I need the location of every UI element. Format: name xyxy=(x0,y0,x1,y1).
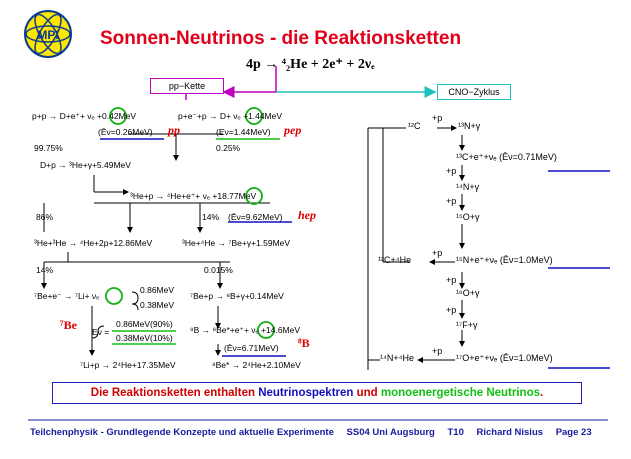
cno-n15-proton-2: +p xyxy=(446,275,457,285)
overall-reaction-equation: 4p → ⁴₂He + 2e⁺ + 2νₑ xyxy=(246,57,375,72)
cno-c12-he4: ¹²C+⁴He xyxy=(378,255,412,265)
cno-o15: ¹⁵O+γ xyxy=(456,212,480,222)
pep-reaction: p+e⁻+p → D+ νₑ +1.44MeV xyxy=(178,111,283,121)
branch-percent-6: 0.015% xyxy=(204,265,233,275)
cno-o16: ¹⁶O+γ xyxy=(456,288,480,298)
be7-ev-90: 0.86MeV(90%) xyxy=(116,319,173,329)
be7-ev-label: Eν = xyxy=(92,327,110,337)
branch-percent-5: 14% xyxy=(36,265,54,275)
be7-proton-reaction: ⁷Be+p → ⁸B+γ+0.14MeV xyxy=(190,291,284,301)
pp-chain-box: pp−Kette xyxy=(150,78,224,94)
branch-percent-3: 86% xyxy=(36,212,54,222)
note-part-3: und xyxy=(353,387,381,399)
pep-reaction-energy: (Eν=1.44MeV) xyxy=(216,127,271,137)
cno-c12-proton: +p xyxy=(432,113,443,123)
be7-energy-2: 0.38MeV xyxy=(140,300,175,310)
cno-n13: ¹³N+γ xyxy=(458,121,481,131)
b8-decay-reaction: ⁸B → ⁸Be*+e⁺+ νₑ +14.6MeV xyxy=(190,325,301,335)
footer-course: Teilchenphysik - Grundlegende Konzepte u… xyxy=(30,427,334,438)
note-part-1: Die Reaktionsketten enthalten xyxy=(90,387,259,399)
cno-n14-proton: +p xyxy=(446,196,457,206)
hep-reaction-energy: (Ēν=9.62MeV) xyxy=(228,212,283,222)
footer-author: Richard Nisius xyxy=(476,427,544,438)
summary-note: Die Reaktionsketten enthalten Neutrinosp… xyxy=(52,382,582,404)
b8-decay-energy: (Ēν=6.71MeV) xyxy=(224,343,279,353)
he3-he4-reaction: ³He+⁴He → ⁷Be+γ+1.59MeV xyxy=(182,238,291,248)
b8-label: ⁸B xyxy=(298,336,310,350)
footer: Teilchenphysik - Grundlegende Konzepte u… xyxy=(30,427,592,438)
cno-c13-decay: ¹³C+e⁺+νₑ (Ēν=0.71MeV) xyxy=(456,152,557,162)
footer-topic: T10 xyxy=(447,427,464,438)
branch-percent-1: 99.75% xyxy=(34,143,63,153)
footer-page: Page 23 xyxy=(555,427,592,438)
be7-label: ⁷Be xyxy=(60,318,77,332)
branch-percent-2: 0.25% xyxy=(216,143,241,153)
mpi-logo: MPI xyxy=(24,10,72,58)
note-part-4: monoenergetische Neutrinos xyxy=(380,387,541,399)
deuterium-reaction: D+p → ³He+γ+5.49MeV xyxy=(40,160,131,170)
pp-reaction-1: p+p → D+e⁺+ νₑ +0.42MeV xyxy=(32,111,137,121)
footer-divider xyxy=(28,419,608,421)
pp-label: pp xyxy=(168,123,180,137)
be7-energy-1: 0.86MeV xyxy=(140,285,175,295)
cno-n14: ¹⁴N+γ xyxy=(456,182,480,192)
cno-o17-proton: +p xyxy=(432,346,443,356)
pp-reaction-1-energy: (Ēν=0.26MeV) xyxy=(98,127,153,137)
slide-title: Sonnen-Neutrinos - die Reaktionsketten xyxy=(100,28,462,49)
be7-capture-reaction: ⁷Be+e⁻ → ⁷Li+ νₑ xyxy=(34,291,100,301)
cno-n15-decay: ¹⁵N+e⁺+νₑ (Ēν=1.0MeV) xyxy=(456,255,553,265)
cno-c13-proton: +p xyxy=(446,166,457,176)
cno-c12: ¹²C xyxy=(408,121,421,131)
cno-o16-proton: +p xyxy=(446,305,457,315)
he3-he3-reaction: ³He+³He → ⁴He+2p+12.86MeV xyxy=(34,238,153,248)
footer-term: SS04 Uni Augsburg xyxy=(346,427,435,438)
cno-cycle-box: CNO−Zyklus xyxy=(437,84,511,100)
hep-reaction: ³He+p → ⁴He+e⁺+ νₑ +18.77MeV xyxy=(130,191,257,201)
branch-percent-4: 14% xyxy=(202,212,220,222)
be7-ev-10: 0.38MeV(10%) xyxy=(116,333,173,343)
cno-f17: ¹⁷F+γ xyxy=(456,320,478,330)
cno-n15-proton: +p xyxy=(432,248,443,258)
li7-reaction: ⁷Li+p → 2⁴He+17.35MeV xyxy=(80,360,176,370)
pep-label: pep xyxy=(284,123,302,137)
note-part-5: . xyxy=(540,387,544,399)
note-part-2: Neutrinospektren xyxy=(258,387,354,399)
cno-n14-he4: ¹⁴N+⁴He xyxy=(380,353,414,363)
hep-label: hep xyxy=(298,208,316,222)
cno-o17-decay: ¹⁷O+e⁺+νₑ (Ēν=1.0MeV) xyxy=(456,353,553,363)
svg-text:MPI: MPI xyxy=(37,28,58,42)
be8-decay-reaction: ⁸Be* → 2⁴He+2.10MeV xyxy=(212,360,301,370)
